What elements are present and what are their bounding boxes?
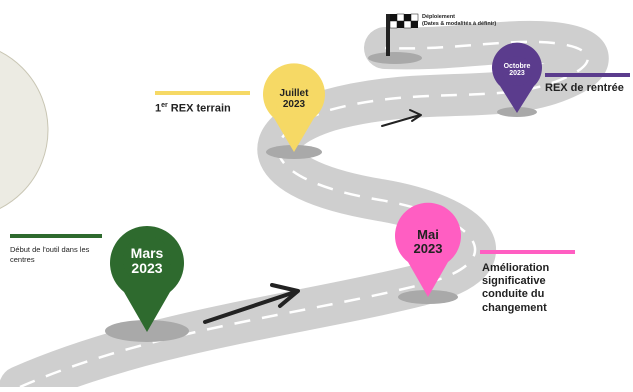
- juillet-label-sup: er: [161, 102, 168, 109]
- mars-rule: [10, 234, 102, 238]
- mai-rule: [480, 250, 575, 254]
- juillet-label-text: REX terrain: [167, 102, 231, 115]
- mars-label: Début de l'outil dans les centres: [10, 245, 90, 265]
- octobre-month: Octobre: [503, 63, 531, 70]
- octobre-rule: [545, 73, 630, 77]
- checkered-flag-icon: [386, 13, 419, 56]
- juillet-label: 1er REX terrain: [155, 102, 231, 115]
- octobre-pin-center: [502, 56, 532, 86]
- juillet-label-num: 1: [155, 102, 162, 115]
- deployment-subtitle: (Dates & modalités à définir): [422, 21, 497, 28]
- mai-label: Amélioration significative conduite du c…: [482, 262, 550, 314]
- mai-pin-text: Mai 2023: [403, 228, 453, 255]
- road-arrow-upper: [381, 109, 422, 127]
- juillet-month: Juillet: [279, 88, 309, 99]
- road-center-line: [19, 40, 589, 389]
- juillet-pin-center: [275, 81, 313, 119]
- deployment-label: Déploiement (Dates & modalités à définir…: [422, 14, 496, 29]
- deployment-title: Déploiement: [422, 14, 456, 20]
- juillet-pin-text: Juillet 2023: [270, 88, 318, 110]
- octobre-pin-text: Octobre 2023: [497, 63, 537, 78]
- juillet-year: 2023: [282, 98, 306, 110]
- mai-month: Mai: [417, 227, 439, 242]
- juillet-rule: [155, 91, 250, 95]
- mars-month: Mars: [130, 245, 164, 261]
- background-circle: [0, 51, 49, 209]
- mars-pin-center: [123, 236, 171, 284]
- road-arrow-lower: [203, 283, 300, 324]
- mai-pin-center: [407, 219, 449, 261]
- flag-shadow: [368, 52, 422, 64]
- octobre-label: REX de rentrée: [545, 82, 624, 94]
- octobre-year: 2023: [509, 70, 525, 78]
- mars-pin-text: Mars 2023: [117, 246, 177, 275]
- mai-year: 2023: [413, 240, 443, 256]
- mars-year: 2023: [131, 259, 163, 276]
